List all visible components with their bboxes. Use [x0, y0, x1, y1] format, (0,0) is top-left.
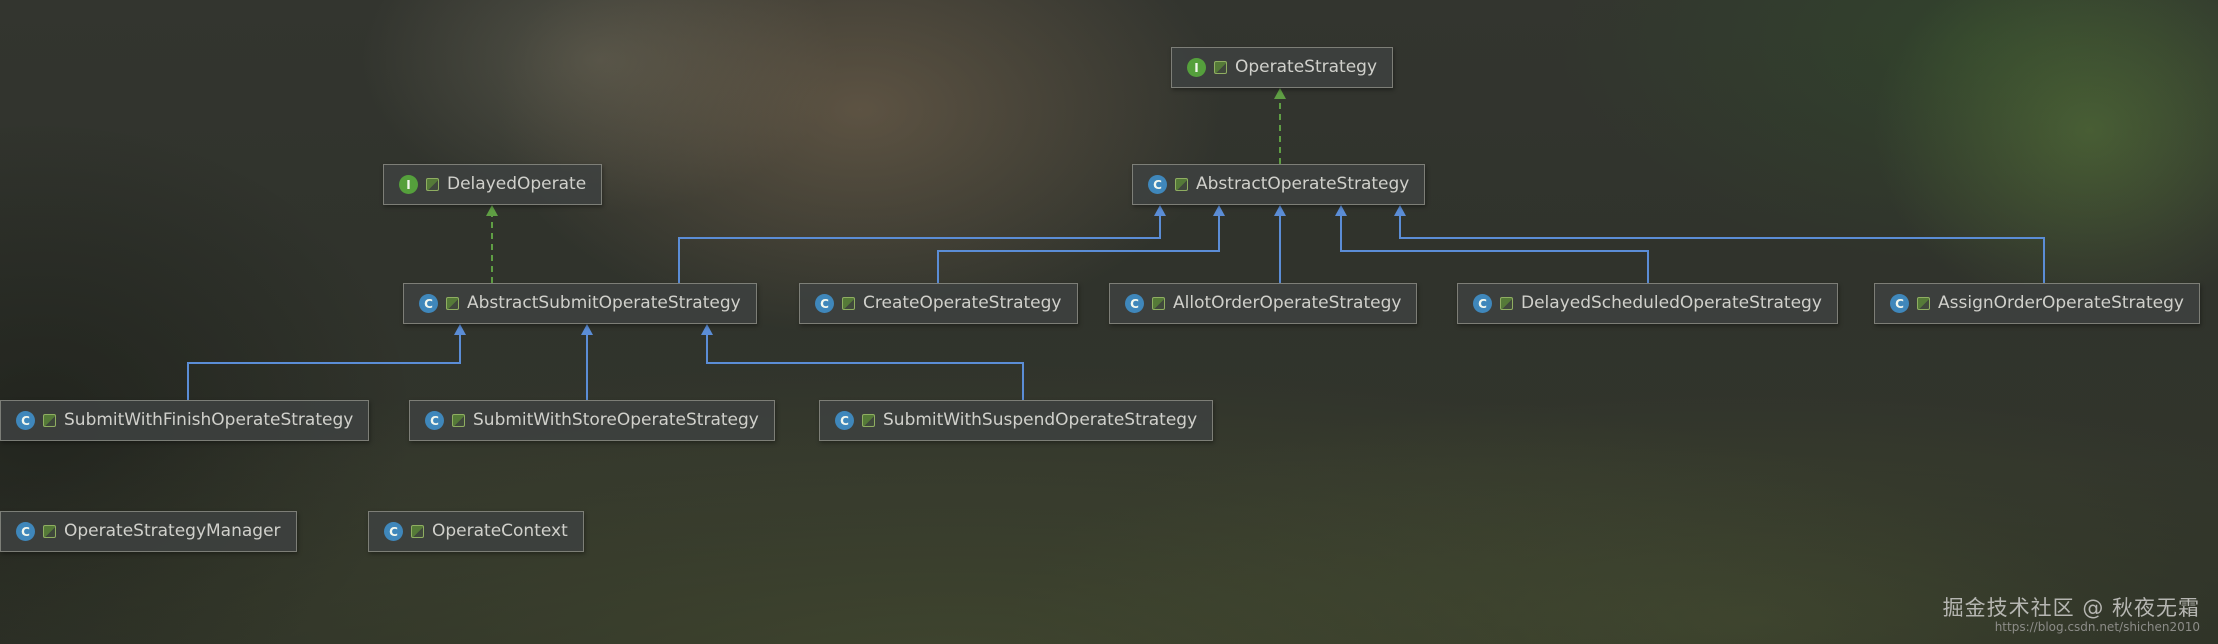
node-operate-strategy-manager[interactable]: C OperateStrategyManager [0, 511, 297, 552]
node-delayed-operate[interactable]: I DelayedOperate [383, 164, 603, 205]
node-abstract-submit-operate-strategy[interactable]: C AbstractSubmitOperateStrategy [403, 283, 757, 324]
modifier-icon [1500, 297, 1513, 310]
node-submit-with-store-operate-strategy[interactable]: C SubmitWithStoreOperateStrategy [409, 400, 775, 441]
modifier-icon [1917, 297, 1930, 310]
node-allot-order-operate-strategy[interactable]: C AllotOrderOperateStrategy [1109, 283, 1418, 324]
class-name-label: SubmitWithSuspendOperateStrategy [883, 410, 1198, 430]
node-submit-with-suspend-operate-strategy[interactable]: C SubmitWithSuspendOperateStrategy [819, 400, 1214, 441]
edge-extends-delayedscheduled-abstractoperate [1335, 205, 1649, 283]
modifier-icon [43, 525, 56, 538]
edge-extends-submitwithfinish-abstractsubmit [187, 324, 466, 400]
class-icon: C [1473, 294, 1492, 313]
modifier-icon [1152, 297, 1165, 310]
interface-icon: I [399, 175, 418, 194]
edge-extends-allotorder-abstractoperate [1274, 205, 1286, 283]
class-name-label: AbstractSubmitOperateStrategy [467, 293, 741, 313]
class-icon: C [815, 294, 834, 313]
watermark-url-text: https://blog.csdn.net/shichen2010 [1994, 620, 2200, 634]
node-operate-context[interactable]: C OperateContext [368, 511, 584, 552]
class-icon: C [16, 522, 35, 541]
edge-extends-submitwithsuspend-abstractsubmit [701, 324, 1024, 400]
node-abstract-operate-strategy[interactable]: C AbstractOperateStrategy [1132, 164, 1426, 205]
modifier-icon [1214, 61, 1227, 74]
class-name-label: AbstractOperateStrategy [1196, 174, 1410, 194]
watermark: 掘金技术社区 @ 秋夜无霜 https://blog.csdn.net/shic… [1943, 592, 2200, 634]
modifier-icon [862, 414, 875, 427]
class-name-label: DelayedScheduledOperateStrategy [1521, 293, 1822, 313]
edge-extends-abstractsubmit-abstractoperate [678, 205, 1166, 283]
modifier-icon [1175, 178, 1188, 191]
class-icon: C [16, 411, 35, 430]
modifier-icon [452, 414, 465, 427]
class-name-label: AllotOrderOperateStrategy [1173, 293, 1402, 313]
node-submit-with-finish-operate-strategy[interactable]: C SubmitWithFinishOperateStrategy [0, 400, 370, 441]
node-delayed-scheduled-operate-strategy[interactable]: C DelayedScheduledOperateStrategy [1457, 283, 1838, 324]
node-assign-order-operate-strategy[interactable]: C AssignOrderOperateStrategy [1874, 283, 2200, 324]
class-icon: C [835, 411, 854, 430]
class-icon: C [384, 522, 403, 541]
class-name-label: CreateOperateStrategy [863, 293, 1062, 313]
class-name-label: SubmitWithStoreOperateStrategy [473, 410, 759, 430]
class-name-label: SubmitWithFinishOperateStrategy [64, 410, 354, 430]
class-icon: C [1125, 294, 1144, 313]
modifier-icon [446, 297, 459, 310]
class-icon: C [1148, 175, 1167, 194]
edge-extends-create-abstractoperate [937, 205, 1225, 283]
edge-extends-assignorder-abstractoperate [1394, 205, 2045, 283]
edge-implements-abstractsubmit-delayedoperate [486, 205, 498, 283]
modifier-icon [411, 525, 424, 538]
modifier-icon [426, 178, 439, 191]
node-create-operate-strategy[interactable]: C CreateOperateStrategy [799, 283, 1078, 324]
class-name-label: OperateContext [432, 521, 568, 541]
interface-icon: I [1187, 58, 1206, 77]
class-name-label: DelayedOperate [447, 174, 587, 194]
modifier-icon [43, 414, 56, 427]
class-icon: C [425, 411, 444, 430]
edge-implements-abstractoperatestrategy-operatestrategy [1274, 88, 1286, 164]
edge-extends-submitwithstore-abstractsubmit [581, 324, 593, 400]
class-name-label: OperateStrategy [1235, 57, 1378, 77]
class-name-label: OperateStrategyManager [64, 521, 281, 541]
modifier-icon [842, 297, 855, 310]
class-icon: C [419, 294, 438, 313]
watermark-community-text: 掘金技术社区 @ 秋夜无霜 [1942, 596, 2200, 620]
class-icon: C [1890, 294, 1909, 313]
node-operate-strategy[interactable]: I OperateStrategy [1171, 47, 1394, 88]
class-name-label: AssignOrderOperateStrategy [1938, 293, 2184, 313]
